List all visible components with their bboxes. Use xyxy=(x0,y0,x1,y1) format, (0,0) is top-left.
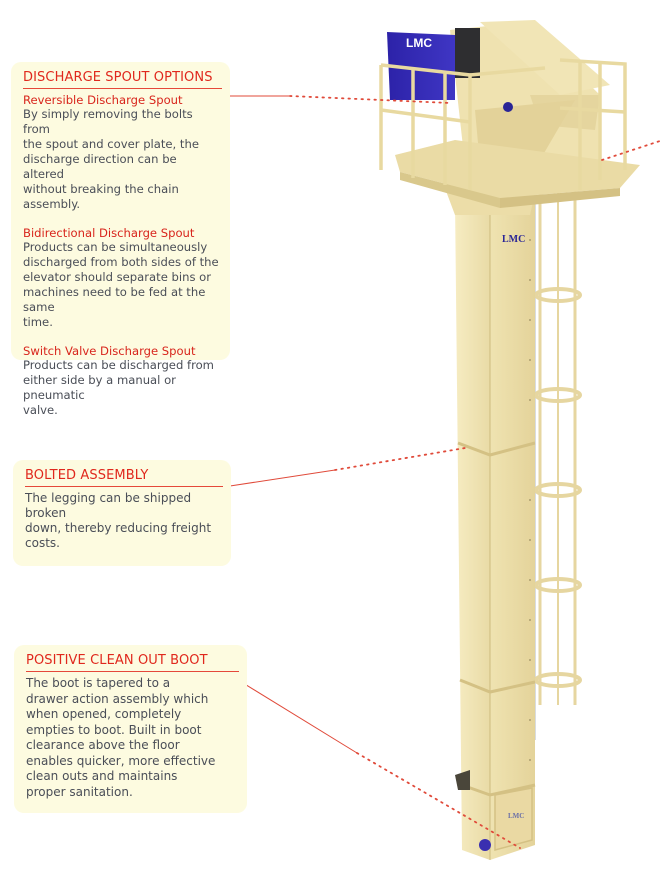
text-line: enables quicker, more effective xyxy=(26,753,216,768)
text-line: empties to boot. Built in boot xyxy=(26,722,202,737)
text-line: time. xyxy=(23,315,53,329)
option-description: By simply removing the bolts from the sp… xyxy=(23,107,220,212)
option-reversible: Reversible Discharge Spout By simply rem… xyxy=(23,93,220,212)
callout-description: The boot is tapered to a drawer action a… xyxy=(26,676,237,800)
option-description: Products can be discharged from either s… xyxy=(23,358,220,418)
text-line: when opened, completely xyxy=(26,707,182,721)
text-line: By simply removing the bolts from xyxy=(23,107,193,136)
option-switch-valve: Switch Valve Discharge Spout Products ca… xyxy=(23,344,220,418)
option-description: Products can be simultaneously discharge… xyxy=(23,240,220,330)
text-line: proper sanitation. xyxy=(26,784,133,799)
text-line: drawer action assembly which xyxy=(26,691,209,706)
text-line: clearance above the floor xyxy=(26,738,180,752)
option-title: Switch Valve Discharge Spout xyxy=(23,344,196,358)
text-line: the spout and cover plate, the xyxy=(23,137,199,151)
text-line: clean outs and maintains xyxy=(26,769,178,783)
callout-title: POSITIVE CLEAN OUT BOOT xyxy=(26,653,239,672)
callout-title: DISCHARGE SPOUT OPTIONS xyxy=(23,70,222,89)
elevator-leg xyxy=(455,195,536,860)
text-line: costs. xyxy=(25,536,60,550)
text-line: discharged from both sides of the xyxy=(23,255,219,269)
text-line: Products can be discharged from xyxy=(23,358,214,372)
callout-positive-clean-out-boot: POSITIVE CLEAN OUT BOOT The boot is tape… xyxy=(14,645,247,813)
leader-lines xyxy=(228,95,663,849)
callout-bolted-assembly: BOLTED ASSEMBLY The legging can be shipp… xyxy=(13,460,231,566)
text-line: Products can be simultaneously xyxy=(23,240,208,254)
option-title: Bidirectional Discharge Spout xyxy=(23,226,195,240)
text-line: without breaking the chain assembly. xyxy=(23,182,179,211)
callout-description: The legging can be shipped broken down, … xyxy=(25,491,221,551)
platform-railing xyxy=(379,58,627,190)
text-line: valve. xyxy=(23,403,58,417)
text-line: machines need to be fed at the same xyxy=(23,285,206,314)
text-line: The legging can be shipped broken xyxy=(25,491,192,520)
text-line: either side by a manual or pneumatic xyxy=(23,373,176,402)
callout-title: BOLTED ASSEMBLY xyxy=(25,468,223,487)
text-line: The boot is tapered to a xyxy=(26,676,171,690)
text-line: down, thereby reducing freight xyxy=(25,521,212,535)
ladder-cage xyxy=(534,190,582,740)
leg-logo: LMC xyxy=(502,234,526,245)
callout-discharge-spout-options: DISCHARGE SPOUT OPTIONS Reversible Disch… xyxy=(11,62,230,417)
option-title: Reversible Discharge Spout xyxy=(23,93,183,107)
head-motor-logo: LMC xyxy=(406,36,432,50)
boot-logo: LMC xyxy=(508,812,525,820)
text-line: elevator should separate bins or xyxy=(23,270,212,284)
option-bidirectional: Bidirectional Discharge Spout Products c… xyxy=(23,226,220,330)
text-line: discharge direction can be altered xyxy=(23,152,177,181)
